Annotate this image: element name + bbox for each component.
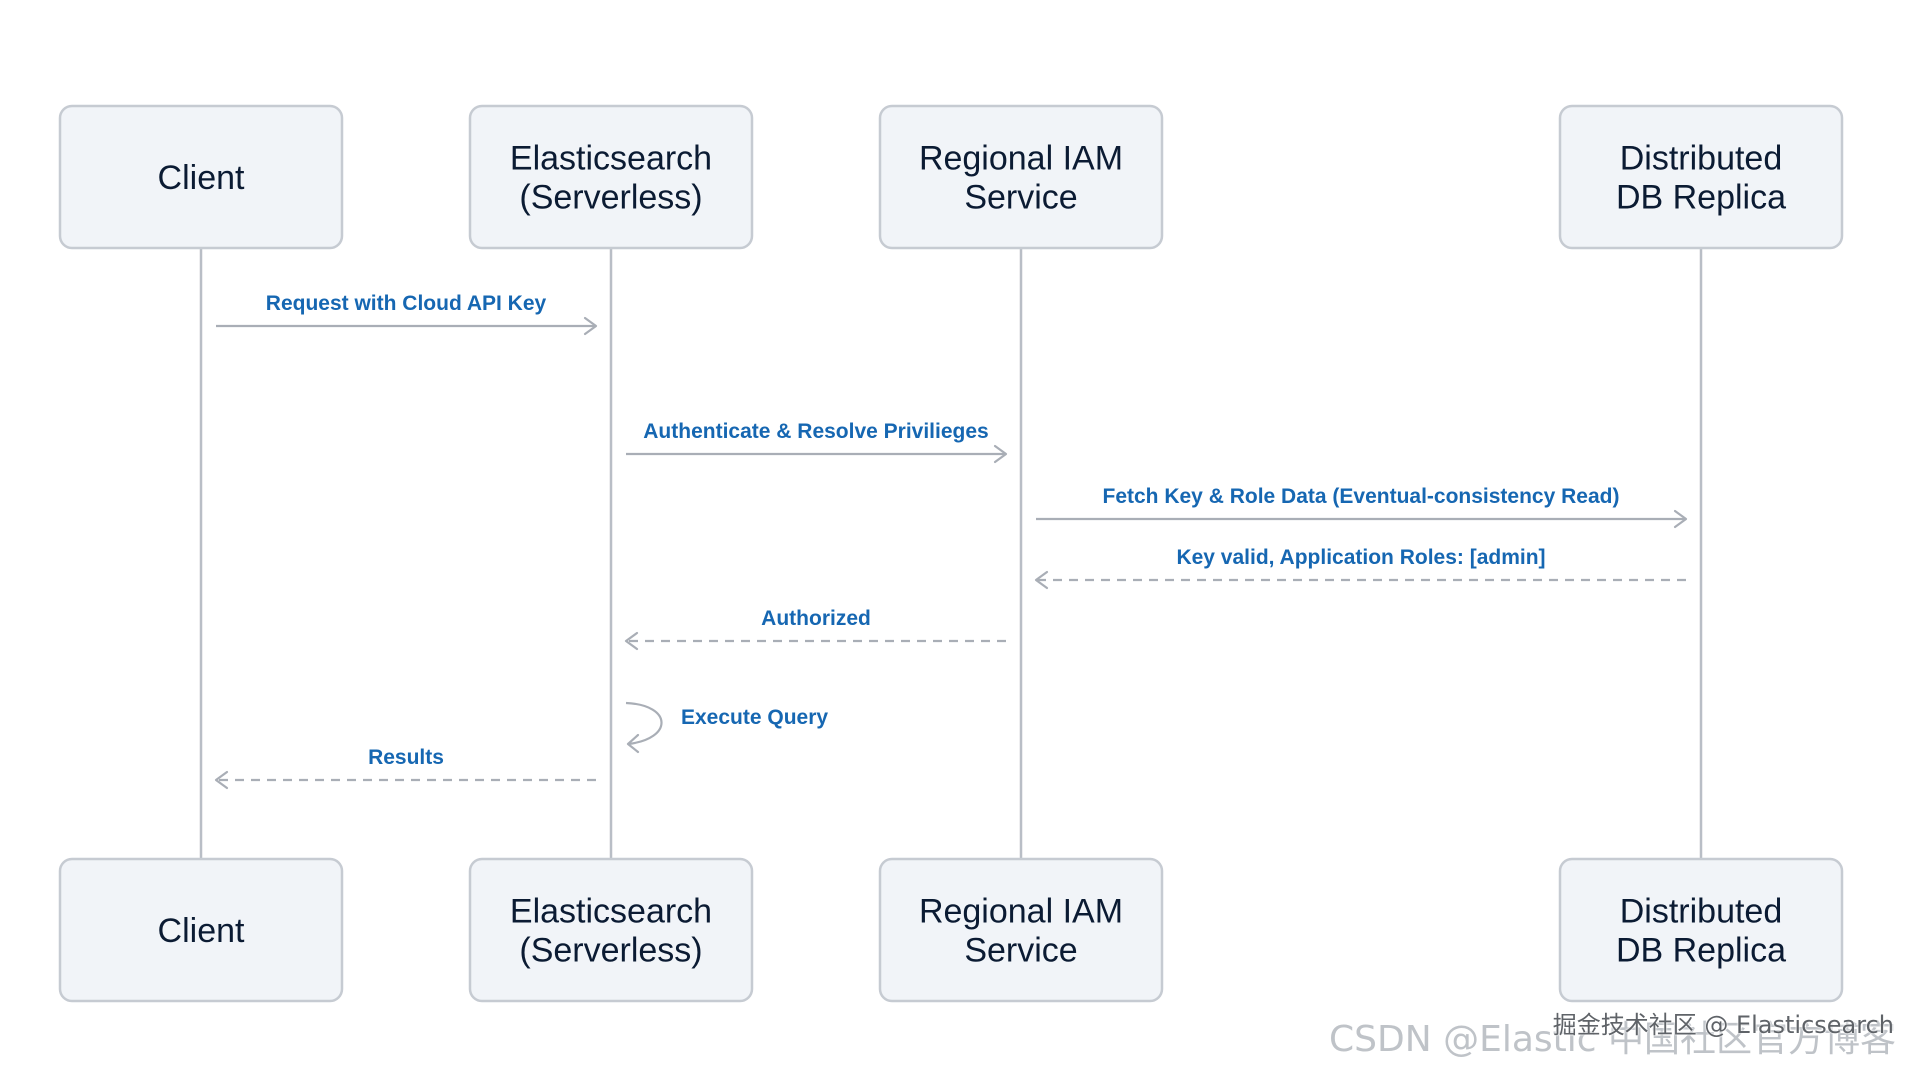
participant-name-line: Regional IAM xyxy=(919,140,1123,178)
participant-box-bg xyxy=(58,104,344,250)
participant-name-line: Service xyxy=(964,179,1077,217)
message-label: Key valid, Application Roles: [admin] xyxy=(1176,546,1545,569)
lifelines xyxy=(199,248,1703,859)
participant-name-line: DB Replica xyxy=(1616,932,1786,970)
participant-elasticsearch-top: Elasticsearch(Serverless) xyxy=(468,104,754,250)
message-4: Key valid, Application Roles: [admin] xyxy=(1034,546,1686,590)
participant-name-line: Client xyxy=(158,912,245,950)
participant-name-line: (Serverless) xyxy=(519,179,702,217)
arrowhead xyxy=(1673,509,1688,529)
participant-name-line: Distributed xyxy=(1620,140,1783,178)
watermark-juejin: 掘金技术社区 @ Elasticsearch xyxy=(1552,1011,1894,1039)
participant-name-line: Distributed xyxy=(1620,893,1783,931)
participant-box-bg xyxy=(468,857,754,1003)
message-6: Execute Query xyxy=(625,701,828,754)
message-label: Fetch Key & Role Data (Eventual-consiste… xyxy=(1103,485,1620,508)
arrowhead xyxy=(993,444,1008,464)
participant-box-bg xyxy=(1558,857,1844,1003)
participant-name-line: DB Replica xyxy=(1616,179,1786,217)
participant-boxes: ClientClientElasticsearch(Serverless)Ela… xyxy=(58,104,1844,1003)
arrowhead xyxy=(583,316,598,336)
message-label: Authenticate & Resolve Privilieges xyxy=(643,420,988,443)
participant-box-bg xyxy=(878,104,1164,250)
message-label: Results xyxy=(368,746,444,769)
arrowhead xyxy=(626,733,640,754)
participant-name-line: Client xyxy=(158,159,245,197)
participant-name-line: Regional IAM xyxy=(919,893,1123,931)
participant-name-line: Elasticsearch xyxy=(510,893,712,931)
participant-client-top: Client xyxy=(58,104,344,250)
message-1: Request with Cloud API Key xyxy=(216,292,598,336)
participant-name-line: Elasticsearch xyxy=(510,140,712,178)
participant-box-bg xyxy=(1558,104,1844,250)
message-3: Fetch Key & Role Data (Eventual-consiste… xyxy=(1036,485,1688,529)
participant-client-bottom: Client xyxy=(58,857,344,1003)
participant-box-bg xyxy=(878,857,1164,1003)
message-label: Authorized xyxy=(761,607,871,630)
participant-elasticsearch-bottom: Elasticsearch(Serverless) xyxy=(468,857,754,1003)
message-5: Authorized xyxy=(624,607,1006,651)
participant-box-bg xyxy=(58,857,344,1003)
participant-box-bg xyxy=(468,104,754,250)
participant-name-line: Service xyxy=(964,932,1077,970)
watermark-csdn: CSDN @Elastic 中国社区官方博客 xyxy=(1328,1019,1896,1060)
message-2: Authenticate & Resolve Privilieges xyxy=(626,420,1008,464)
arrowhead xyxy=(624,631,639,651)
arrowhead xyxy=(214,770,229,790)
self-call-arrow xyxy=(625,701,663,746)
participant-name-line: (Serverless) xyxy=(519,932,702,970)
arrowhead xyxy=(1034,570,1049,590)
message-7: Results xyxy=(214,746,596,790)
message-label: Request with Cloud API Key xyxy=(266,292,547,315)
message-label: Execute Query xyxy=(681,706,828,729)
